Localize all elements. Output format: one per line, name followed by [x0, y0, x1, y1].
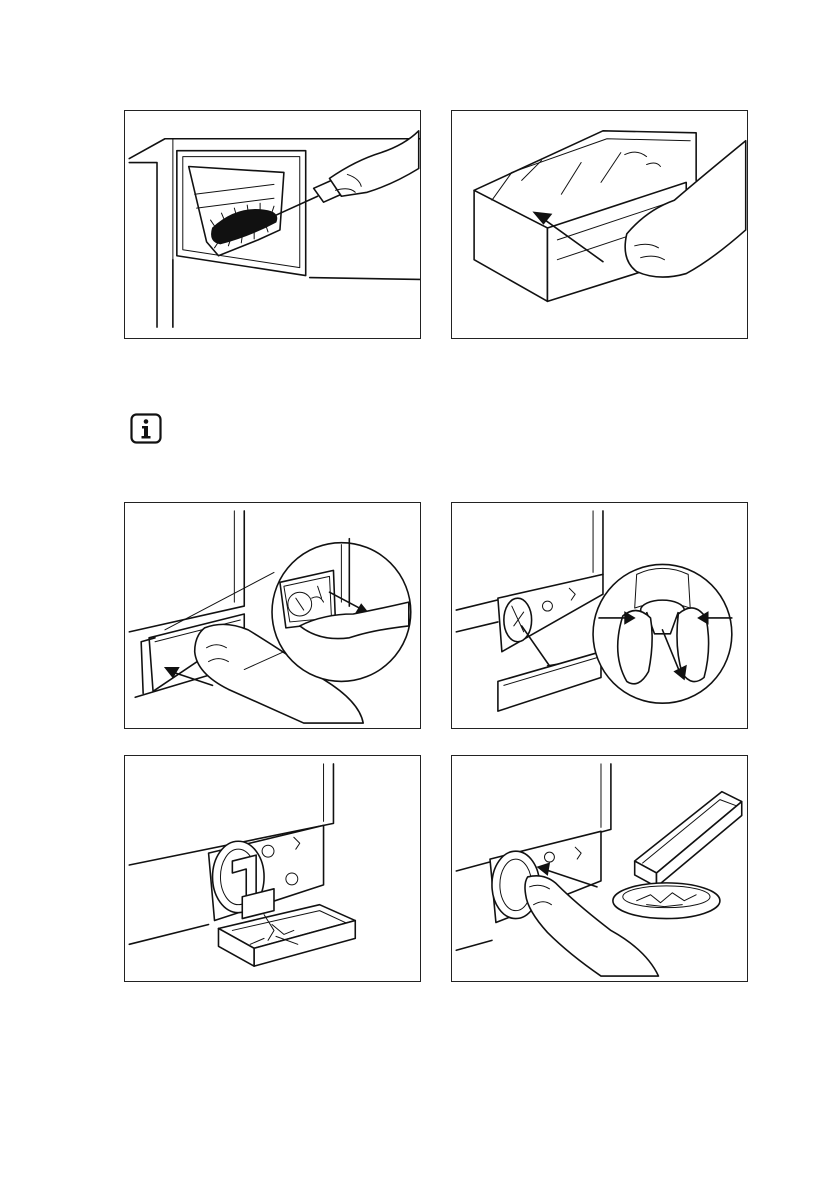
figure-refit-filter	[451, 755, 748, 982]
remove-filter-icon	[452, 503, 747, 728]
brush-cleaning-drawer-icon	[125, 111, 420, 338]
drain-water-icon	[125, 756, 420, 981]
figure-drain-water	[124, 755, 421, 982]
figure-open-filter-flap	[124, 502, 421, 729]
insert-drawer-icon	[452, 111, 747, 338]
open-filter-flap-icon	[125, 503, 420, 728]
info-icon	[130, 413, 162, 444]
figure-remove-filter	[451, 502, 748, 729]
figure-brush-cleaning-drawer	[124, 110, 421, 339]
figure-insert-drawer	[451, 110, 748, 339]
refit-filter-icon	[452, 756, 747, 981]
